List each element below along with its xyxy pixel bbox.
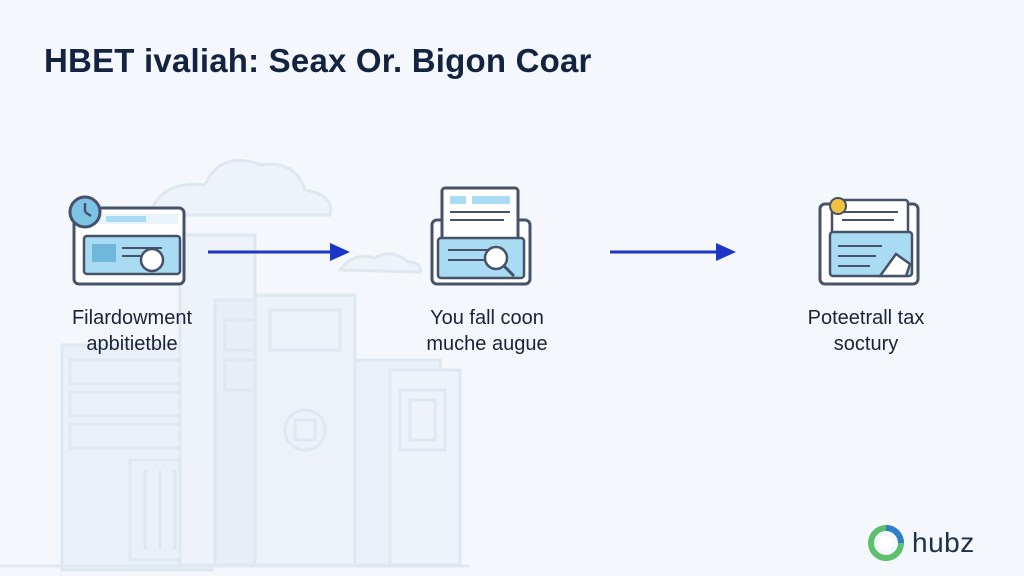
step-3-label-line-2: soctury bbox=[833, 333, 899, 355]
hubz-logo-icon bbox=[868, 525, 904, 561]
document-search-icon bbox=[430, 186, 532, 286]
step-3-label: Poteetrall tax soctury bbox=[756, 305, 976, 357]
flow-arrow-1 bbox=[208, 243, 350, 261]
tax-document-icon bbox=[818, 197, 920, 286]
logo-text: hubz bbox=[912, 527, 975, 558]
hubz-logo: hubz bbox=[866, 522, 975, 564]
step-2-label: You fall coon muche augue bbox=[377, 305, 597, 357]
diagram-title: HBET ivaliah: Seax Or. Bigon Coar bbox=[44, 42, 592, 79]
step-1-label-line-1: Filardowment bbox=[71, 307, 193, 329]
flow-arrow-2 bbox=[610, 243, 736, 261]
laptop-clock-icon bbox=[68, 195, 186, 286]
step-2-label-line-1: You fall coon bbox=[430, 307, 544, 329]
step-2-label-line-2: muche augue bbox=[426, 333, 548, 355]
step-3-label-line-1: Poteetrall tax bbox=[807, 307, 925, 329]
step-1-label: Filardowment apbitietble bbox=[22, 305, 242, 357]
step-1-label-line-2: apbitietble bbox=[86, 333, 178, 355]
